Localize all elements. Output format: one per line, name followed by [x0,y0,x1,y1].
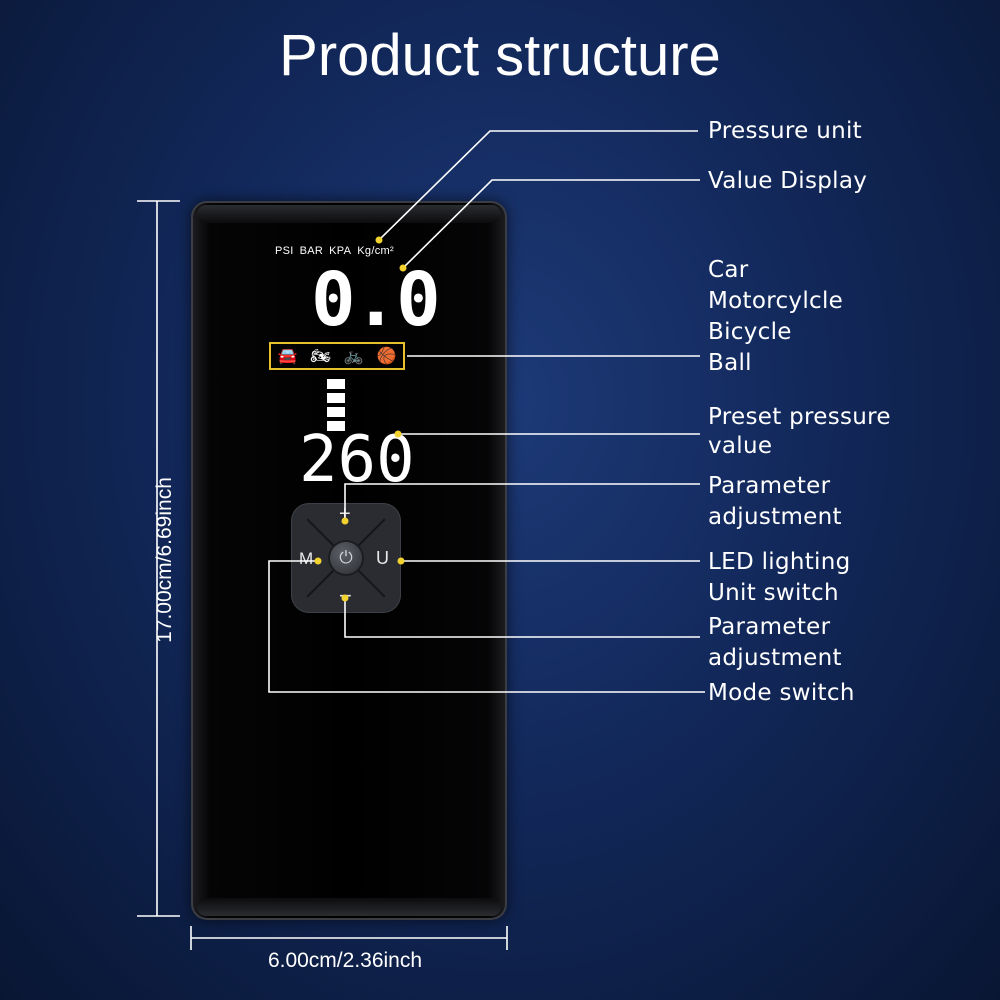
label-preset-pressure: Preset pressure value [708,403,891,461]
mode-icons-box: 🚘 🏍 🚲 🏀 [269,342,405,370]
progress-bar-segment [327,379,345,389]
label-motorcycle: Motorcylcle [708,288,844,314]
leader-line-value-display [402,179,700,269]
car-icon: 🚘 [277,346,298,365]
power-button[interactable]: ⏻ [330,542,362,574]
unit-button[interactable]: U [376,548,389,568]
leader-line-mode [268,560,705,693]
label-pressure-unit: Pressure unit [708,116,862,147]
leader-dot [341,517,349,525]
label-preset-line1: Preset pressure [708,404,891,430]
label-ball: Ball [708,350,752,376]
leader-dot [399,264,407,272]
progress-bars [327,379,345,435]
label-pressure-unit-text: Pressure unit [708,118,862,144]
leader-dot [341,594,349,602]
motorcycle-icon: 🏍 [310,346,331,365]
label-parameter-adjust-plus: Parameter adjustment [708,471,842,533]
ball-icon: 🏀 [376,346,397,365]
label-value-display-text: Value Display [708,168,868,194]
label-unit-switch: Unit switch [708,580,839,606]
label-mode-switch: Mode switch [708,678,855,709]
unit-psi: PSI [275,245,294,257]
leader-line-plus [344,483,700,521]
progress-bar-segment [327,393,345,403]
label-bicycle: Bicycle [708,319,792,345]
label-param-plus-line1: Parameter [708,473,831,499]
label-led-lighting: LED lighting [708,549,851,575]
label-car: Car [708,257,749,283]
unit-kgcm2: Kg/cm² [357,245,394,257]
label-value-display: Value Display [708,166,867,197]
bicycle-icon: 🚲 [343,346,364,365]
leader-dot [394,430,402,438]
unit-bar: BAR [299,245,324,257]
label-param-minus-line1: Parameter [708,614,831,640]
label-mode-switch-text: Mode switch [708,680,855,706]
device-top-cap [197,205,501,223]
width-dimension-label: 6.00cm/2.36inch [267,949,423,972]
label-param-plus-line2: adjustment [708,504,842,530]
label-vehicle-modes: Car Motorcylcle Bicycle Ball [708,255,843,379]
height-dimension-label: 17.00cm/6.69inch [153,477,176,643]
label-param-minus-line2: adjustment [708,645,842,671]
leader-dot [375,236,383,244]
unit-kpa: KPA [329,245,352,257]
pressure-unit-indicators: PSI BAR KPA Kg/cm² [275,245,400,257]
page-title: Product structure [279,23,721,88]
label-led-unit: LED lighting Unit switch [708,547,851,609]
progress-bar-segment [327,407,345,417]
mode-button[interactable]: M [299,549,314,568]
leader-dot [314,557,322,565]
value-display: 0.0 [311,257,441,343]
label-parameter-adjust-minus: Parameter adjustment [708,612,842,674]
power-icon: ⏻ [339,548,353,568]
device-bottom-cap [197,898,501,916]
leader-line-minus [344,598,700,638]
leader-dot [397,557,405,565]
label-preset-line2: value [708,433,773,459]
leader-dots [314,236,407,602]
leader-line-pressure-unit [378,130,698,241]
progress-bar-segment [327,421,345,431]
